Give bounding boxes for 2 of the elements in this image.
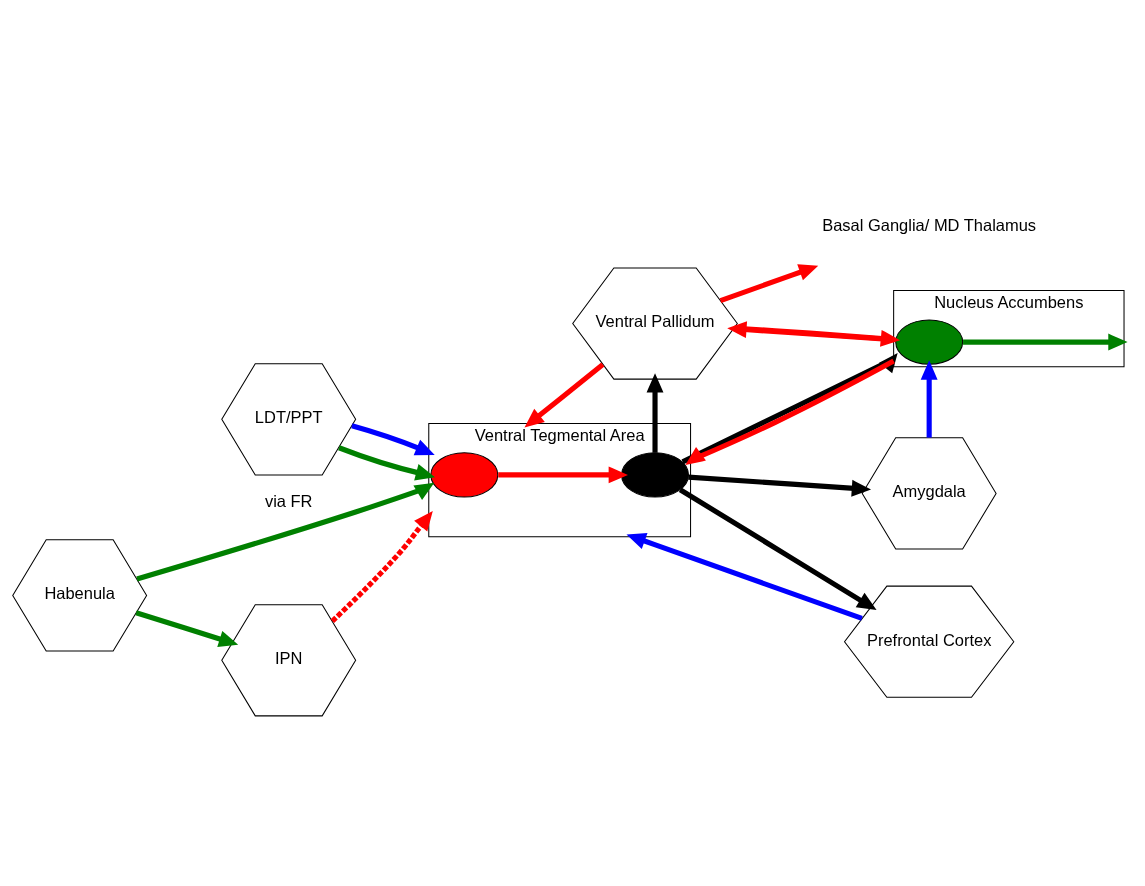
edge-label: via FR (264, 491, 313, 510)
node-text: Basal Ganglia/ MD Thalamus (822, 215, 1037, 234)
